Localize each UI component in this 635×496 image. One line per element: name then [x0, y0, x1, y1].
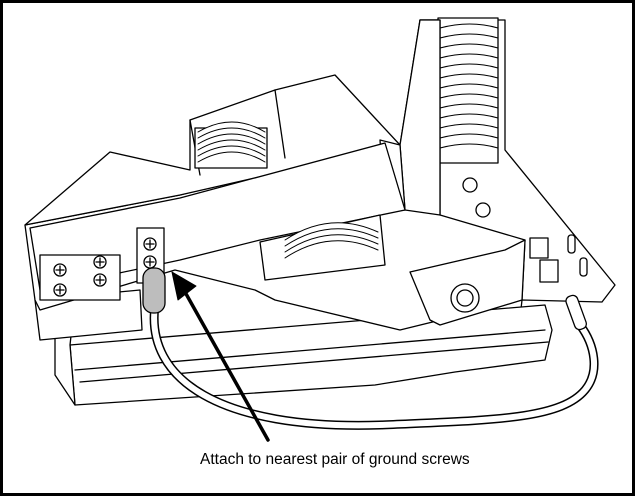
left-screw-block	[39, 254, 121, 301]
wire-ferrule-left	[142, 267, 166, 314]
channel-rail	[69, 304, 553, 406]
inner-coil	[259, 214, 386, 281]
arrow-icon	[171, 271, 270, 442]
coil-stack	[437, 17, 499, 164]
callout-text: Attach to nearest pair of ground screws	[200, 451, 470, 468]
front-block	[409, 239, 526, 326]
vertical-leg	[399, 19, 441, 216]
top-coil	[194, 121, 268, 169]
wire-ferrule-right	[565, 294, 588, 331]
right-studs	[462, 177, 588, 283]
